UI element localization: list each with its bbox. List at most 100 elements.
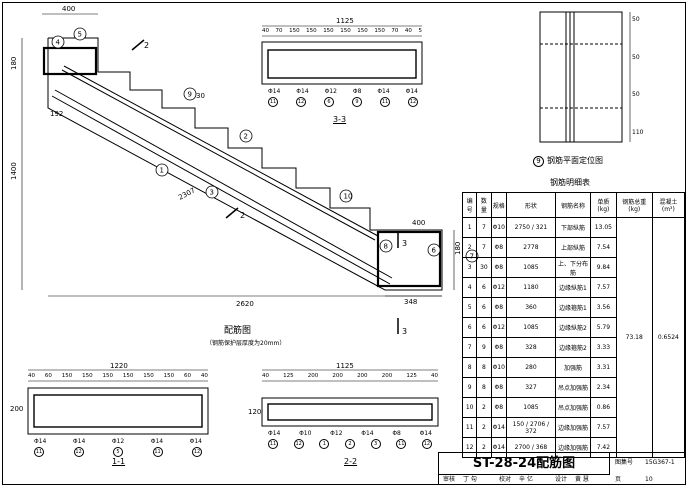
schedule-cell-shape: 2778 [505,237,556,258]
schedule-cell-unit: 9.84 [589,257,617,278]
section-callout: 11 [396,439,407,449]
section-callout: 11 [152,447,163,457]
bar-label: Φ14 [296,88,309,95]
section-2-2-title: 2-2 [344,457,358,466]
section-3-3-title: 3-3 [333,115,347,124]
schedule-cell-qty: 7 [476,217,492,238]
schedule-total-weight: 73.18 [615,217,653,458]
main-dim-label: 180 [10,57,18,70]
callout-number: 3 [210,189,214,197]
schedule-cell-unit: 3.56 [589,297,617,318]
plan-dim: 50 [632,16,640,23]
schedule-cell-name: 边缘箍筋1 [554,297,591,318]
plan-view-outline [539,11,623,143]
top-rebar-2 [63,65,379,237]
section-callout: 3 [370,439,381,449]
section-3-3-outline [261,41,423,85]
design-label: 设计 [555,476,568,483]
callout-number: 9 [188,91,192,99]
section-callout: 6 [324,97,334,107]
schedule-cell-name: 边缘纵筋2 [554,317,591,338]
bar-label: Φ14 [150,438,164,445]
callout-circle [51,35,65,49]
schedule-header-cell: 编号 [461,192,478,218]
schedule-cell-spec: Φ14 [490,417,507,438]
schedule-cell-no: 9 [461,377,478,398]
spacing-value: 200 [357,373,368,379]
section-callout: 9 [352,97,362,107]
schedule-cell-qty: 30 [476,257,492,278]
spacing-value: 150 [357,28,368,34]
schedule-header-cell: 形状 [505,192,556,218]
section-3-3-top-dim: 1125 [336,17,354,25]
callout-circle [379,239,393,253]
stair-outline [47,37,443,291]
callout-circle [73,27,87,41]
section-1-1-height-dim: 200 [10,405,24,413]
schedule-cell-no: 11 [461,417,478,438]
section-callout: 12 [293,439,304,449]
section-1-1-outline [27,387,209,435]
section-2-2-top-dim: 1125 [336,362,354,370]
main-dim-label: 180 [454,242,462,255]
top-landing-cage [42,46,98,76]
section-callout: 5 [113,447,123,457]
schedule-cell-qty: 2 [476,417,492,438]
bottom-landing-cage [376,230,442,288]
spacing-value: 125 [283,373,294,379]
bar-label: Φ8 [352,88,362,95]
section-callout: 11 [34,447,44,457]
schedule-cell-no: 3 [461,257,478,278]
schedule-header-cell: 数量 [476,192,492,218]
spacing-value: 70 [275,28,283,34]
schedule-cell-shape: 327 [505,377,556,398]
callout-circle [239,129,253,143]
section-mark: 3 [402,239,407,248]
schedule-cell-name: 加强筋 [554,357,591,378]
spacing-value: 150 [102,373,114,379]
main-dim-label: 400 [412,219,425,227]
schedule-cell-shape: 150 / 2706 / 372 [505,417,556,438]
section-callout: 12 [408,97,418,107]
schedule-cell-spec: Φ8 [490,337,507,358]
schedule-cell-unit: 7.57 [589,417,617,438]
section-mark: 2 [144,41,149,50]
schedule-cell-no: 1 [461,217,478,238]
main-dim-label: 348 [404,298,417,306]
bar-label: Φ14 [419,430,432,437]
cut-2-a [131,39,145,51]
schedule-cell-unit: 7.57 [589,277,617,298]
review-label: 审核 [443,476,456,483]
check-label: 校对 [499,476,512,483]
schedule-cell-no: 8 [461,357,478,378]
schedule-cell-spec: Φ12 [490,317,507,338]
schedule-header-cell: 钢筋总重(kg) [615,192,653,218]
schedule-cell-shape: 1180 [505,277,556,298]
schedule-cell-shape: 360 [505,297,556,318]
callout-number: 8 [384,243,388,251]
schedule-cell-no: 7 [461,337,478,358]
schedule-cell-qty: 8 [476,377,492,398]
plan-dim: 50 [632,53,640,61]
callout-number: 6 [432,247,437,255]
schedule-cell-shape: 328 [505,337,556,358]
schedule-cell-no: 4 [461,277,478,298]
plan-dim: 110 [632,128,644,136]
spacing-value: 40 [404,28,412,34]
callout-number: 10 [344,193,353,201]
schedule-concrete: 0.6524 [651,217,686,458]
bar-label: Φ14 [268,430,281,437]
page-label: 页 [615,476,622,483]
main-dim-label: 30 [196,92,205,100]
schedule-cell-spec: Φ12 [490,277,507,298]
section-2-2-cage [267,403,433,421]
